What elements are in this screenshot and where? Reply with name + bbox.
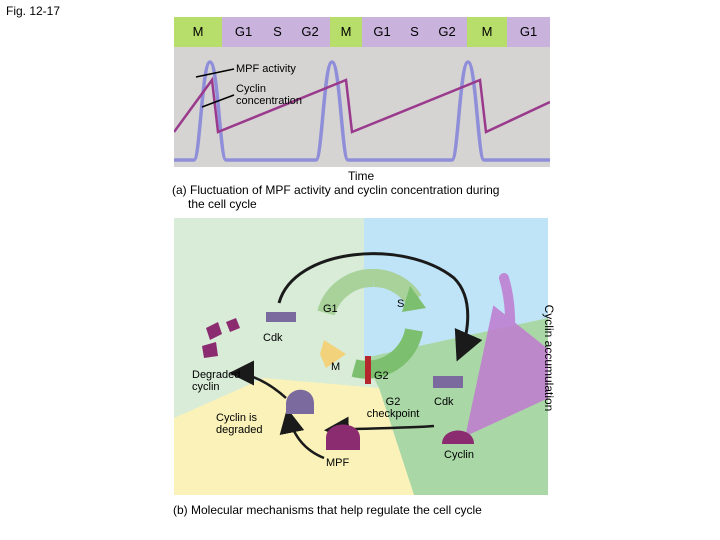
cdk-shape-right xyxy=(433,376,463,388)
label-g1: G1 xyxy=(323,303,338,315)
plot-background xyxy=(174,47,550,167)
phase-g1-3: G1 xyxy=(507,17,550,47)
activity-plot xyxy=(174,47,550,167)
mpf-pointer-line xyxy=(195,68,235,78)
legend-mpf-activity: MPF activity xyxy=(236,63,296,75)
ring-g2 xyxy=(351,327,423,379)
cyclin-accumulation-arrow xyxy=(465,273,548,437)
mechanism-diagram xyxy=(174,218,548,495)
phase-m-2: M xyxy=(330,17,362,47)
label-s: S xyxy=(397,298,405,310)
phase-s-1: S xyxy=(265,17,290,47)
ring-g1 xyxy=(317,268,375,316)
label-cyclin-accumulation: Cyclin accumulation xyxy=(542,304,556,412)
ring-arrowhead-s xyxy=(402,286,426,312)
phase-s-2: S xyxy=(402,17,427,47)
degraded-fragment-1 xyxy=(206,322,222,340)
arrow-mpf-to-degrade xyxy=(279,408,325,460)
cyclin-pointer-line xyxy=(201,94,235,108)
label-cdk-left: Cdk xyxy=(263,332,283,344)
phase-m-1: M xyxy=(174,17,222,47)
arrow-to-degraded xyxy=(229,360,287,399)
degraded-fragment-2 xyxy=(226,318,240,332)
phase-m-3: M xyxy=(467,17,507,47)
g2-checkpoint-bar xyxy=(365,356,371,384)
label-cyclin-is-degraded: Cyclin is degraded xyxy=(216,412,263,436)
figure-label: Fig. 12-17 xyxy=(6,4,61,18)
cyclin-concentration-curve xyxy=(174,76,550,134)
label-g2-checkpoint: G2 checkpoint xyxy=(366,396,420,420)
panel-b-caption: (b) Molecular mechanisms that help regul… xyxy=(173,503,482,517)
mpf-complex-shape xyxy=(326,424,360,450)
panel-a-caption-line1: (a) Fluctuation of MPF activity and cycl… xyxy=(172,183,500,197)
bg-region-yellow xyxy=(174,378,414,495)
label-cyclin: Cyclin xyxy=(444,449,474,461)
ring-m-segment xyxy=(320,340,346,368)
cdk-shape-left xyxy=(266,312,296,322)
time-axis-label: Time xyxy=(348,169,375,183)
mpf-activity-curve xyxy=(174,60,550,162)
label-m: M xyxy=(331,361,341,373)
legend-cyclin-concentration: Cyclin concentration xyxy=(236,83,303,107)
panel-a-caption-line2: the cell cycle xyxy=(188,197,257,211)
degrading-mpf-shape xyxy=(286,389,314,414)
degraded-fragment-3 xyxy=(202,342,218,358)
phase-g2-2: G2 xyxy=(427,17,467,47)
cyclin-shape xyxy=(442,430,474,444)
label-degraded-cyclin: Degraded cyclin xyxy=(192,369,241,393)
phase-g2-1: G2 xyxy=(290,17,330,47)
label-cdk-right: Cdk xyxy=(434,396,454,408)
label-mpf: MPF xyxy=(326,457,350,469)
phase-g1-2: G1 xyxy=(362,17,402,47)
phase-g1-1: G1 xyxy=(222,17,265,47)
label-g2: G2 xyxy=(374,370,389,382)
